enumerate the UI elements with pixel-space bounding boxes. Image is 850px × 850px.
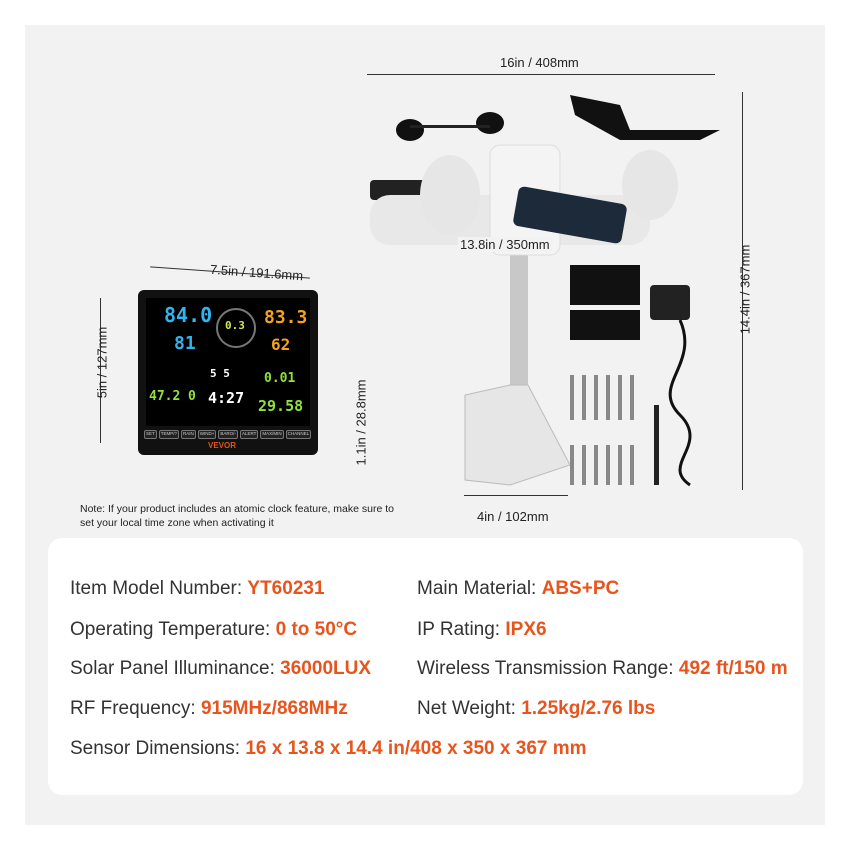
brand-logo: VEVOR (208, 441, 237, 450)
console-height-line (100, 298, 101, 443)
pole-width-label: 4in / 102mm (477, 509, 549, 524)
spec-material: Main Material: ABS+PC (417, 578, 620, 599)
height-dimension-line (742, 92, 743, 490)
console-button-maxmin[interactable]: MAX/MIN (260, 430, 284, 439)
console-buttons: SET TEMP/? RAIN WIND+ BARO/- ALERT MAX/M… (144, 430, 312, 439)
pole-dimension-line (464, 495, 568, 496)
spec-card (48, 538, 803, 795)
spec-wireless-range: Wireless Transmission Range: 492 ft/150 … (417, 658, 788, 679)
wind-speed: 0.3 (225, 319, 245, 332)
screws (570, 375, 634, 485)
outdoor-humidity: 62 (271, 335, 291, 354)
spec-net-weight: Net Weight: 1.25kg/2.76 lbs (417, 698, 656, 719)
console-button-set[interactable]: SET (144, 430, 157, 439)
wind-compass (216, 308, 256, 348)
anemometer-arm (410, 125, 490, 128)
spec-ip-rating: IP Rating: IPX6 (417, 619, 547, 640)
console-button-temp[interactable]: TEMP/? (158, 430, 180, 439)
weather-console: 84.0 81 0.3 83.3 62 47.2 0 5 5 4:27 0.01… (138, 290, 318, 455)
rain-rate: 0 (188, 389, 196, 404)
wind-vane-hub (622, 150, 678, 220)
console-button-channel[interactable]: CHANNEL (285, 430, 312, 439)
weather-sensor-illustration (370, 95, 720, 487)
sensor-width-label: 16in / 408mm (500, 55, 579, 70)
indoor-temp: 84.0 (164, 303, 213, 327)
anemometer-cup (396, 119, 424, 141)
date-display: 5 5 (210, 367, 230, 380)
sensor-depth-label: 13.8in / 350mm (458, 237, 552, 252)
adapter-cable (668, 319, 692, 487)
console-button-alert[interactable]: ALERT (239, 430, 259, 439)
mounting-pad (570, 265, 640, 305)
power-adapter (650, 285, 690, 320)
mount-bracket (464, 384, 571, 486)
mounting-pad (570, 310, 640, 340)
wind-vane (570, 95, 720, 140)
console-button-rain[interactable]: RAIN (181, 430, 196, 439)
spec-sensor-dimensions: Sensor Dimensions: 16 x 13.8 x 14.4 in/4… (70, 738, 587, 759)
pressure: 29.58 (258, 397, 304, 415)
spec-operating-temp: Operating Temperature: 0 to 50°C (70, 619, 358, 640)
console-height-label: 5in / 127mm (94, 326, 110, 399)
anemometer-cup (476, 112, 504, 134)
console-button-baro[interactable]: BARO/- (218, 430, 238, 439)
console-button-wind[interactable]: WIND+ (197, 430, 217, 439)
console-screen: 84.0 81 0.3 83.3 62 47.2 0 5 5 4:27 0.01… (146, 298, 310, 426)
screwdriver (654, 405, 659, 485)
rain-total: 0.01 (264, 371, 296, 386)
atomic-clock-note: Note: If your product includes an atomic… (80, 503, 394, 529)
anemometer-hub (420, 155, 480, 235)
spec-rf-frequency: RF Frequency: 915MHz/868MHz (70, 698, 348, 719)
spec-model: Item Model Number: YT60231 (70, 578, 325, 599)
spec-solar-illuminance: Solar Panel Illuminance: 36000LUX (70, 658, 372, 679)
solar-panel (513, 186, 627, 244)
time-display: 4:27 (208, 389, 245, 407)
width-dimension-line (367, 74, 715, 75)
indoor-humidity: 81 (174, 333, 196, 354)
outdoor-temp: 83.3 (264, 307, 308, 328)
uv-value: 47.2 (149, 389, 181, 404)
